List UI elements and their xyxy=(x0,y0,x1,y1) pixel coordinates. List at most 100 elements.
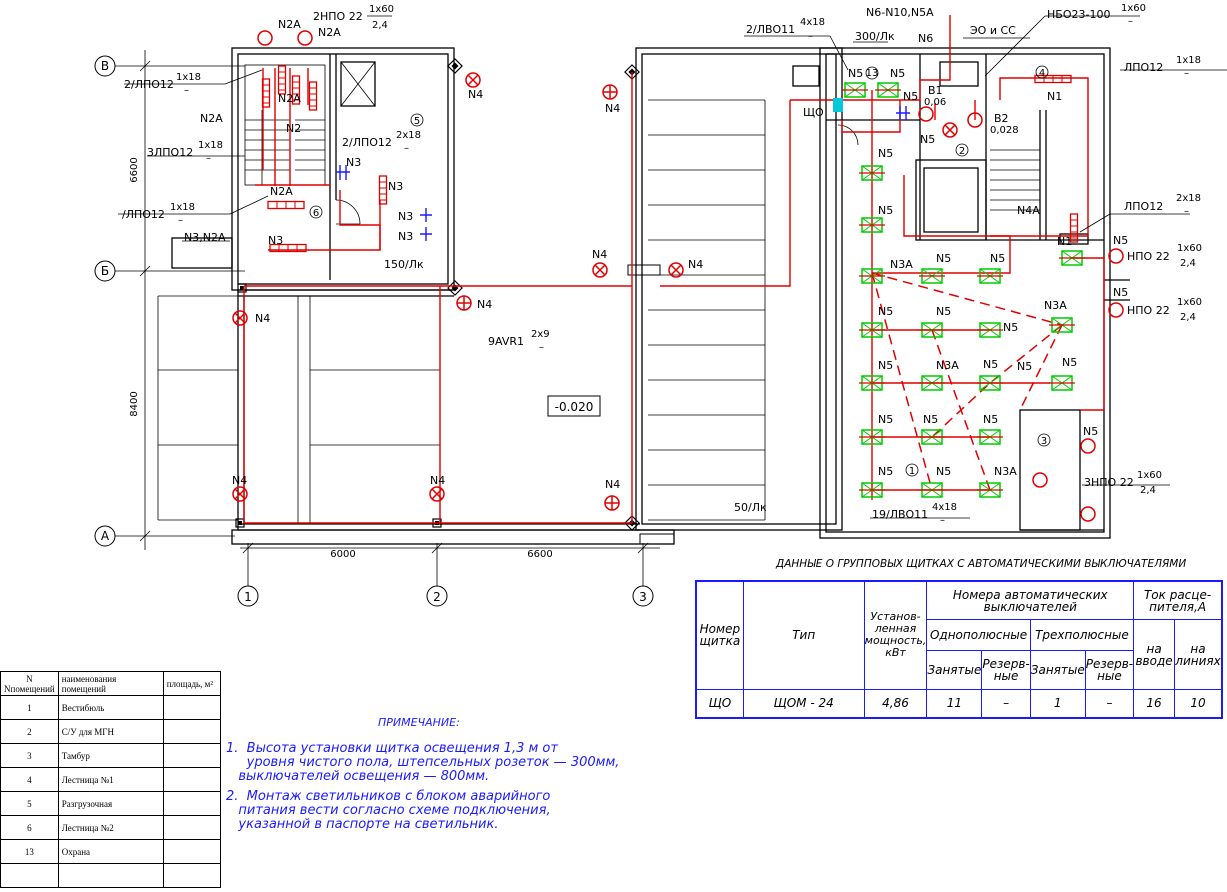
room-name: Лестница №1 xyxy=(57,767,164,792)
label-n2a-top1: N2A xyxy=(278,18,301,31)
room-name: Тамбур xyxy=(57,743,164,768)
label-npo22-b-height: 2,4 xyxy=(1180,312,1196,323)
room-name: Вестибюль xyxy=(57,695,164,720)
label-2lpo12-d-dash: – xyxy=(404,143,409,154)
label-n5-g: N5 xyxy=(936,252,951,265)
room-area xyxy=(162,743,222,768)
header-reserve-three: Резерв-ные xyxy=(1084,650,1135,690)
label-9avr1-fraction: 2x9 xyxy=(531,329,550,340)
label-lpo12-r: ЛПО12 xyxy=(1124,61,1163,74)
label-nbo23-dash: – xyxy=(1128,16,1133,27)
label-n5-m: N5 xyxy=(983,358,998,371)
label-n3a-2: N3A xyxy=(1044,299,1067,312)
label-npo22-a: НПО 22 xyxy=(1127,250,1170,263)
label-2lvo11-dash: – xyxy=(808,31,813,42)
label-2lvo11-fraction: 4x18 xyxy=(800,17,825,28)
cell-lines: 10 xyxy=(1174,688,1223,719)
label-150lk: 150/Лк xyxy=(384,258,424,271)
dim-6600-horizontal: 6600 xyxy=(527,549,552,560)
notes-title: ПРИМЕЧАНИЕ: xyxy=(378,716,460,729)
rooms-header-name: наименования помещений xyxy=(57,671,164,696)
label-n5-e: N5 xyxy=(878,147,893,160)
dim-6600-vertical: 6600 xyxy=(129,157,140,182)
axis-label-b: В xyxy=(101,59,109,73)
label-3lpo12-fraction: 1x18 xyxy=(198,140,223,151)
label-3npo22-height: 2,4 xyxy=(1140,485,1156,496)
room-area xyxy=(162,815,222,840)
label-npo22-a-fraction: 1x60 xyxy=(1177,243,1202,254)
header-busy-three: Занятые xyxy=(1029,650,1086,690)
panel-shcho xyxy=(833,98,843,112)
cell-input: 16 xyxy=(1133,688,1175,719)
room-num-6: 6 xyxy=(313,208,319,219)
label-n4-3: N4 xyxy=(592,248,607,261)
table-row: ЩО ЩОМ - 24 4,86 11 – 1 – 16 10 xyxy=(695,688,1223,719)
label-nbo23: НБО23-100 xyxy=(1047,8,1110,21)
panel-table-caption: ДАННЫЕ О ГРУППОВЫХ ЩИТКАХ С АВТОМАТИЧЕСК… xyxy=(776,558,1187,570)
label-n5-u: N5 xyxy=(1113,234,1128,247)
room-area xyxy=(162,695,222,720)
label-2lpo12-a-fraction: 1x18 xyxy=(176,72,201,83)
label-shcho: ЩО xyxy=(803,106,824,119)
label-9avr1-dash: – xyxy=(539,342,544,353)
label-b1: В1 xyxy=(928,84,943,97)
header-type: Тип xyxy=(742,580,865,690)
label-n4-9: N4 xyxy=(605,478,620,491)
label-n5-v: N5 xyxy=(1113,286,1128,299)
label-n2a-top2: N2A xyxy=(318,26,341,39)
room-num: 4 xyxy=(0,767,59,792)
label-n5-t: N5 xyxy=(936,465,951,478)
room-num xyxy=(0,863,59,888)
label-n5-w: N5 xyxy=(1083,425,1098,438)
label-n1-top: N1 xyxy=(1047,90,1062,103)
room-num-3: 3 xyxy=(1041,436,1047,447)
label-n5-f: N5 xyxy=(878,204,893,217)
label-level: -0.020 xyxy=(555,400,594,414)
label-2lpo12-d: 2/ЛПО12 xyxy=(342,136,392,149)
header-busy-single: Занятые xyxy=(926,650,983,690)
label-n2a-mid: N2A xyxy=(278,92,301,105)
label-n3-c: N3 xyxy=(398,210,413,223)
label-n5-c: N5 xyxy=(903,90,918,103)
label-n6-n10: N6-N10,N5A xyxy=(866,6,934,19)
label-b2-value: 0,028 xyxy=(990,125,1019,136)
label-3npo22: 3НПО 22 xyxy=(1084,476,1134,489)
label-n3-low: N3 xyxy=(268,234,283,247)
leader-lines xyxy=(118,15,1227,519)
label-3lpo12-dash: – xyxy=(206,153,211,164)
label-n3-a: N3 xyxy=(346,156,361,169)
rooms-table: N Nпомещений наименования помещений площ… xyxy=(0,671,222,888)
header-input: на вводе xyxy=(1133,619,1175,690)
label-n5-a: N5 xyxy=(848,67,863,80)
header-panel-number: Номер щитка xyxy=(695,580,744,690)
label-300lk: 300/Лк xyxy=(855,30,895,43)
structural-columns xyxy=(235,58,675,545)
room-num-5: 5 xyxy=(414,116,420,127)
label-n5-n: N5 xyxy=(1017,360,1032,373)
room-num: 6 xyxy=(0,815,59,840)
label-lpo12-c: /ЛПО12 xyxy=(122,208,165,221)
room-area xyxy=(162,791,222,816)
room-num-13: 13 xyxy=(866,68,879,79)
label-n3-n2a: N3,N2A xyxy=(184,231,226,244)
label-50lk: 50/Лк xyxy=(734,501,767,514)
label-9avr1: 9AVR1 xyxy=(488,335,524,348)
room-name xyxy=(57,863,164,888)
header-lines: на линиях xyxy=(1174,619,1223,690)
room-name: С/У для МГН xyxy=(57,719,164,744)
label-2lvo11: 2/ЛВО11 xyxy=(746,23,795,36)
label-n4-8: N4 xyxy=(430,474,445,487)
axis-label-3: 3 xyxy=(639,590,647,604)
note-2: 2. Монтаж светильников с блоком аварийно… xyxy=(226,789,551,832)
cell-busy1: 11 xyxy=(926,688,983,719)
label-n4-1: N4 xyxy=(468,88,483,101)
label-lpo12-c-fraction: 1x18 xyxy=(170,202,195,213)
label-n2-mid: N2 xyxy=(286,122,301,135)
panel-data-table: Номер щитка Тип Установ-ленная мощность,… xyxy=(695,580,1223,719)
label-n5-b: N5 xyxy=(890,67,905,80)
header-current: Ток расце-пителя,А xyxy=(1133,580,1223,621)
label-n5-p: N5 xyxy=(878,413,893,426)
label-n5-i: N5 xyxy=(878,305,893,318)
